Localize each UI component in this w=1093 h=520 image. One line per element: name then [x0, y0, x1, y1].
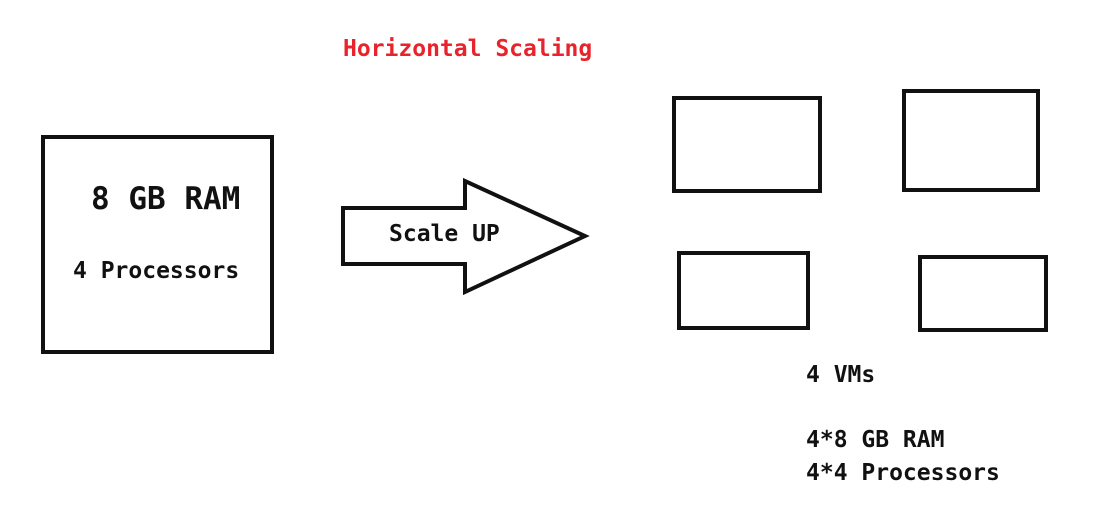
source-processors-label: 4 Processors	[73, 258, 240, 284]
scale-arrow-label: Scale UP	[389, 221, 500, 247]
vm-box-3	[677, 251, 810, 330]
total-ram-label: 4*8 GB RAM	[806, 427, 945, 453]
vm-box-2	[902, 89, 1040, 192]
source-machine-box	[41, 135, 274, 354]
diagram-title: Horizontal Scaling	[343, 36, 593, 62]
vm-box-1	[672, 96, 822, 193]
vm-count-label: 4 VMs	[806, 362, 876, 388]
vm-box-4	[918, 255, 1048, 332]
total-processors-label: 4*4 Processors	[806, 460, 1000, 486]
scale-arrow-shape	[341, 177, 590, 296]
scale-arrow	[341, 177, 590, 296]
source-ram-label: 8 GB RAM	[91, 181, 241, 217]
